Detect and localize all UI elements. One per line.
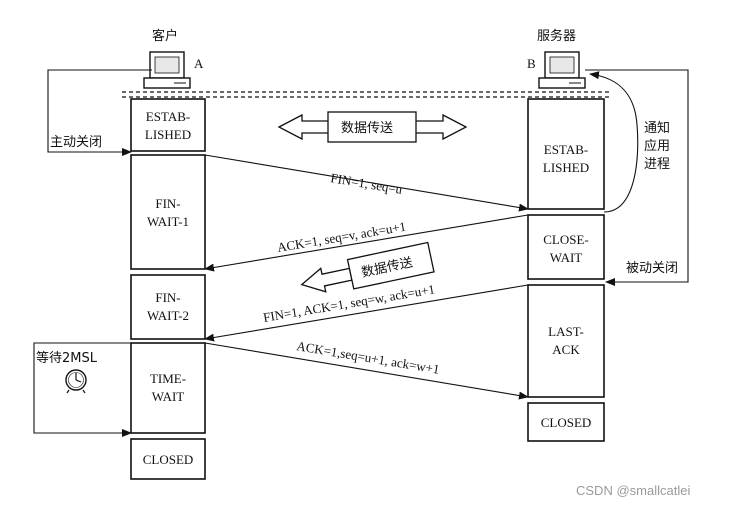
client-state-time-wait-line1: TIME-: [150, 371, 186, 386]
message-label-final-ack: ACK=1,seq=u+1, ack=w+1: [296, 338, 441, 377]
client-state-established-line1: ESTAB-: [146, 109, 190, 124]
data-transfer-double-arrow: [277, 111, 468, 143]
server-state-established: [527, 98, 605, 210]
server-state-close-wait-line2: WAIT: [550, 250, 583, 265]
wait-2msl-bracket: [33, 342, 132, 437]
wait-2msl-label: 等待2MSL: [36, 350, 98, 366]
clock-icon: [65, 369, 87, 394]
client-state-time-wait-line2: WAIT: [152, 389, 185, 404]
server-state-last-ack: [527, 284, 605, 398]
client-state-fin-wait-1: [130, 154, 206, 270]
client-state-time-wait: [130, 342, 206, 434]
client-state-fin-wait-2: [130, 274, 206, 340]
message-label-fin: FIN=1, seq=u: [330, 170, 404, 197]
watermark-text: CSDN @smallcatlei: [576, 483, 690, 498]
data-transfer-both-label: 数据传送: [341, 121, 393, 136]
passive-close-label: 被动关闭: [626, 261, 678, 276]
server-state-closed-label: CLOSED: [541, 415, 592, 430]
passive-close-arrow: [585, 69, 689, 286]
client-state-established: [130, 98, 206, 152]
server-state-close-wait-line1: CLOSE-: [543, 232, 589, 247]
server-state-closed: [527, 402, 605, 442]
data-transfer-single-arrow: [300, 241, 435, 293]
active-close-arrow: [47, 69, 152, 156]
client-state-fin-wait-1-line2: WAIT-1: [147, 214, 189, 229]
client-state-fin-wait-2-line1: FIN-: [155, 290, 180, 305]
client-state-fin-wait-1-line1: FIN-: [155, 196, 180, 211]
notify-label-line1: 通知: [644, 120, 670, 136]
client-state-closed-label: CLOSED: [143, 452, 194, 467]
notify-label-line3: 进程: [644, 157, 670, 172]
active-close-label: 主动关闭: [50, 135, 102, 150]
message-arrow-ack: [204, 214, 529, 272]
server-state-close-wait: [527, 214, 605, 280]
message-label-fin-ack: FIN=1, ACK=1, seq=w, ack=u+1: [262, 281, 436, 324]
notify-label-line2: 应用: [644, 138, 670, 154]
server-state-established-line2: LISHED: [543, 160, 589, 175]
notify-app-arrow: [589, 71, 639, 213]
server-title: 服务器: [537, 28, 576, 44]
client-state-closed: [130, 438, 206, 480]
server-computer-icon: [538, 51, 586, 89]
server-state-established-line1: ESTAB-: [544, 142, 588, 157]
message-arrow-fin-ack: [204, 284, 529, 342]
server-state-last-ack-line1: LAST-: [548, 324, 584, 339]
message-label-ack: ACK=1, seq=v, ack=u+1: [276, 219, 407, 255]
client-letter: A: [194, 56, 204, 71]
message-arrow-fin: [204, 154, 529, 212]
server-letter: B: [527, 56, 536, 71]
client-computer-icon: [143, 51, 191, 89]
client-state-established-line2: LISHED: [145, 127, 191, 142]
client-state-fin-wait-2-line2: WAIT-2: [147, 308, 189, 323]
message-arrow-final-ack: [204, 342, 529, 400]
server-state-last-ack-line2: ACK: [552, 342, 580, 357]
client-title: 客户: [152, 28, 178, 44]
